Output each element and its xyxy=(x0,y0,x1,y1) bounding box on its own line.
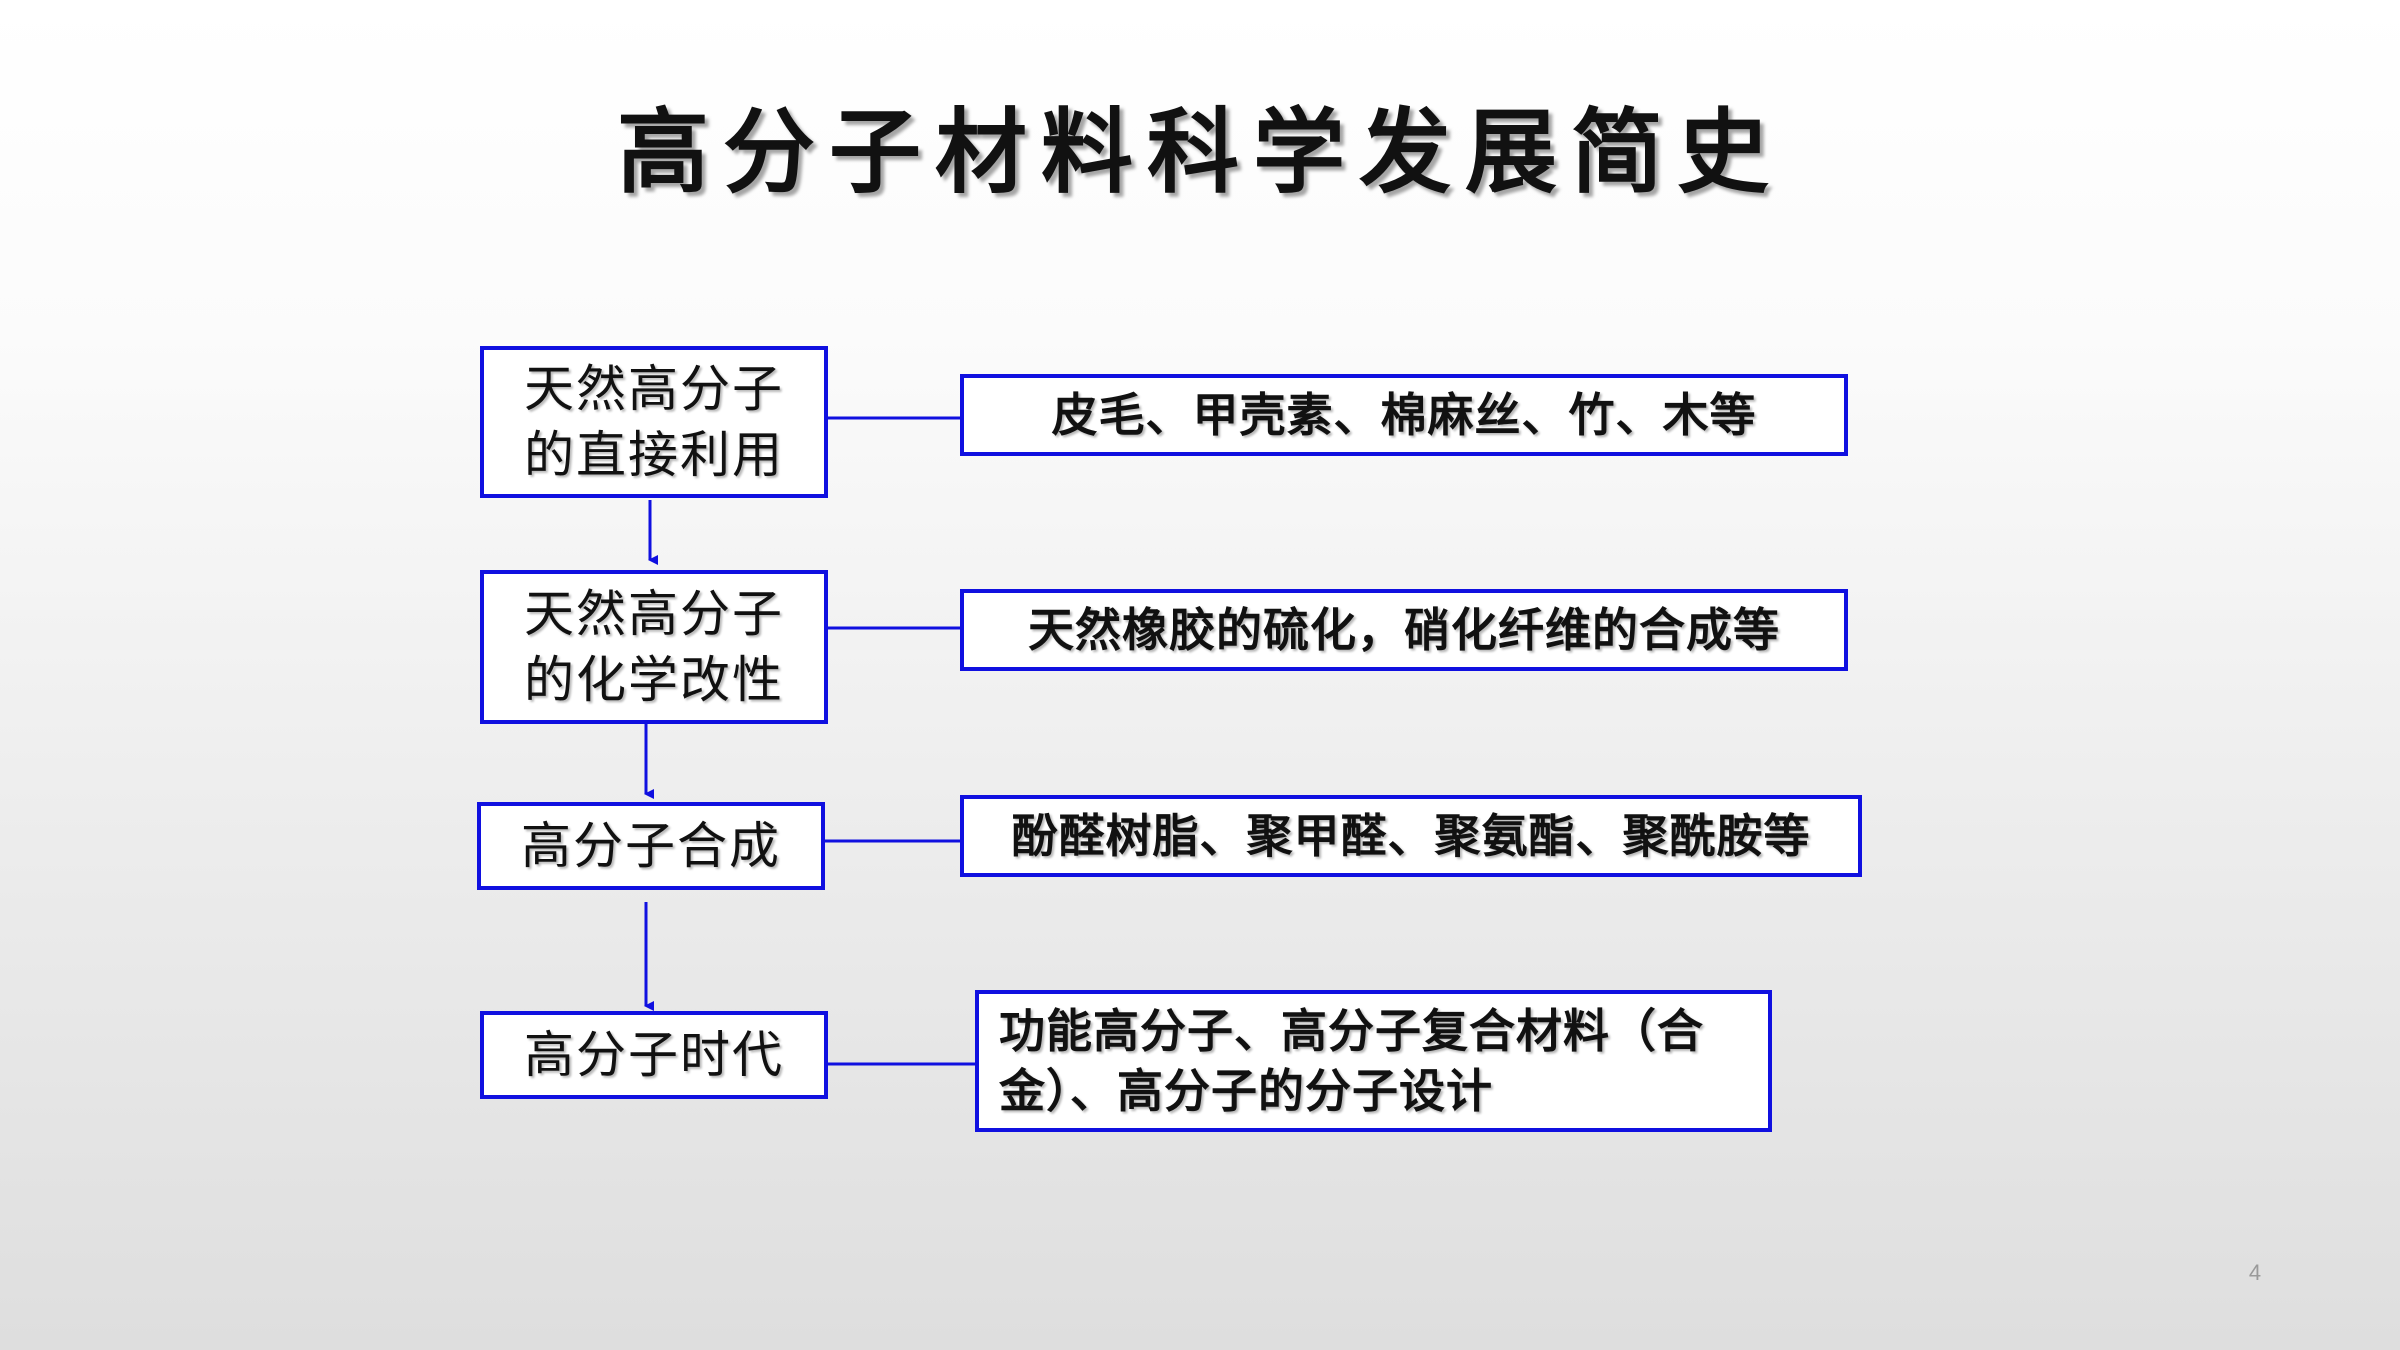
stage-box-polymer-era: 高分子时代 xyxy=(480,1011,828,1099)
description-text: 酚醛树脂、聚甲醛、聚氨酯、聚酰胺等 xyxy=(1011,809,1811,863)
stage-label: 天然高分子 的化学改性 xyxy=(524,585,784,709)
stage-box-synthesis: 高分子合成 xyxy=(477,802,825,890)
description-box-synthesis: 酚醛树脂、聚甲醛、聚氨酯、聚酰胺等 xyxy=(960,795,1862,877)
stage-label: 高分子合成 xyxy=(521,817,781,875)
stage-label: 高分子时代 xyxy=(524,1026,784,1084)
description-box-polymer-era: 功能高分子、高分子复合材料（合金）、高分子的分子设计 xyxy=(975,990,1772,1132)
stage-box-direct-use: 天然高分子 的直接利用 xyxy=(480,346,828,498)
description-box-chemical-modification: 天然橡胶的硫化，硝化纤维的合成等 xyxy=(960,589,1848,671)
description-box-direct-use: 皮毛、甲壳素、棉麻丝、竹、木等 xyxy=(960,374,1848,456)
description-text: 皮毛、甲壳素、棉麻丝、竹、木等 xyxy=(1051,388,1757,442)
stage-box-chemical-modification: 天然高分子 的化学改性 xyxy=(480,570,828,724)
page-number: 4 xyxy=(2248,1260,2262,1285)
description-text: 功能高分子、高分子复合材料（合金）、高分子的分子设计 xyxy=(999,1004,1704,1118)
slide-title: 高分子材料科学发展简史 xyxy=(616,98,1783,206)
stage-label: 天然高分子 的直接利用 xyxy=(524,360,784,484)
description-text: 天然橡胶的硫化，硝化纤维的合成等 xyxy=(1028,603,1780,657)
